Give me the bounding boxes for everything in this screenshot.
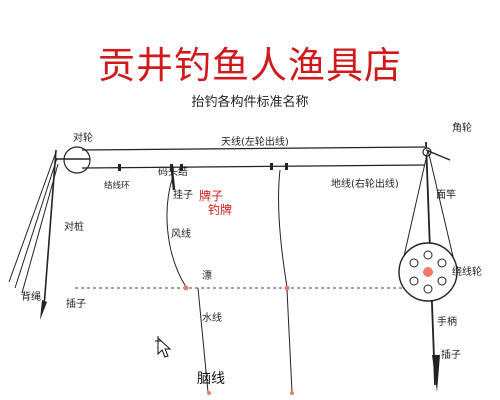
label-bei-sheng: 背绳 [21, 292, 41, 303]
hook-marker [290, 391, 294, 395]
back-rope-3 [21, 163, 59, 294]
reel-cord-2 [427, 149, 456, 266]
label-shui-xian: 水线 [202, 313, 222, 324]
hook-marker [207, 391, 211, 395]
label-rao-xian-lun: 绕线轮 [452, 267, 482, 278]
left-stake-tip [40, 300, 47, 320]
corner-wheel-arm [425, 149, 451, 161]
knot-marker [180, 164, 183, 171]
label-pai-zi: 牌子 [199, 189, 224, 203]
label-tian-xian: 天线(左轮出线) [221, 137, 289, 148]
label-piao: 漂 [202, 271, 212, 282]
sky-line [81, 146, 426, 151]
label-dui-lun: 对轮 [73, 133, 93, 144]
mouse-cursor-icon [155, 336, 172, 358]
reel-hole [437, 258, 447, 268]
reel-hole [409, 276, 419, 286]
label-di-xian: 地线(右轮出线) [331, 179, 399, 190]
label-dui-zhuang: 对桩 [64, 222, 84, 233]
knot-marker [285, 163, 288, 170]
label-nao-xian: 脑线 [197, 371, 225, 387]
reel-hole [437, 276, 447, 286]
label-jiao-lun: 角轮 [452, 123, 472, 134]
branch-line [278, 169, 288, 288]
knot-marker [170, 164, 173, 171]
float-marker [183, 285, 189, 291]
knot-marker [118, 164, 121, 171]
label-cha-zi-right: 插子 [441, 350, 461, 361]
knot-marker [270, 163, 273, 170]
label-diao-pai: 钓牌 [208, 203, 233, 217]
left-stake [43, 149, 57, 308]
ground-line [81, 164, 426, 169]
reel-cord-1 [401, 149, 429, 266]
label-feng-xian: 风线 [171, 229, 191, 240]
label-jie-xian-huan: 结线环 [104, 181, 130, 191]
water-line [197, 287, 209, 393]
water-line-right [286, 289, 293, 393]
float-marker [284, 285, 290, 291]
reel-hole [423, 250, 433, 260]
reel-hole [423, 284, 433, 294]
label-ma-tou-jie: 码头结 [158, 167, 188, 178]
diagram-subtitle: 抬钓各构件标准名称 [191, 95, 309, 110]
label-mian-gan: 面竿 [436, 190, 456, 201]
reel-hole [409, 258, 419, 268]
left-reel [63, 146, 91, 174]
back-rope-2 [14, 157, 58, 289]
shop-title: 贡井钓鱼人渔具店 [98, 44, 402, 87]
back-rope [8, 151, 57, 283]
reel-center [423, 267, 433, 277]
right-pole-tip [432, 355, 440, 392]
label-cha-zi-left: 插子 [66, 299, 86, 310]
label-gua-zi: 挂子 [173, 190, 193, 201]
hanger [170, 169, 176, 191]
label-shou-bing: 手柄 [437, 317, 457, 328]
wind-line [166, 175, 187, 288]
